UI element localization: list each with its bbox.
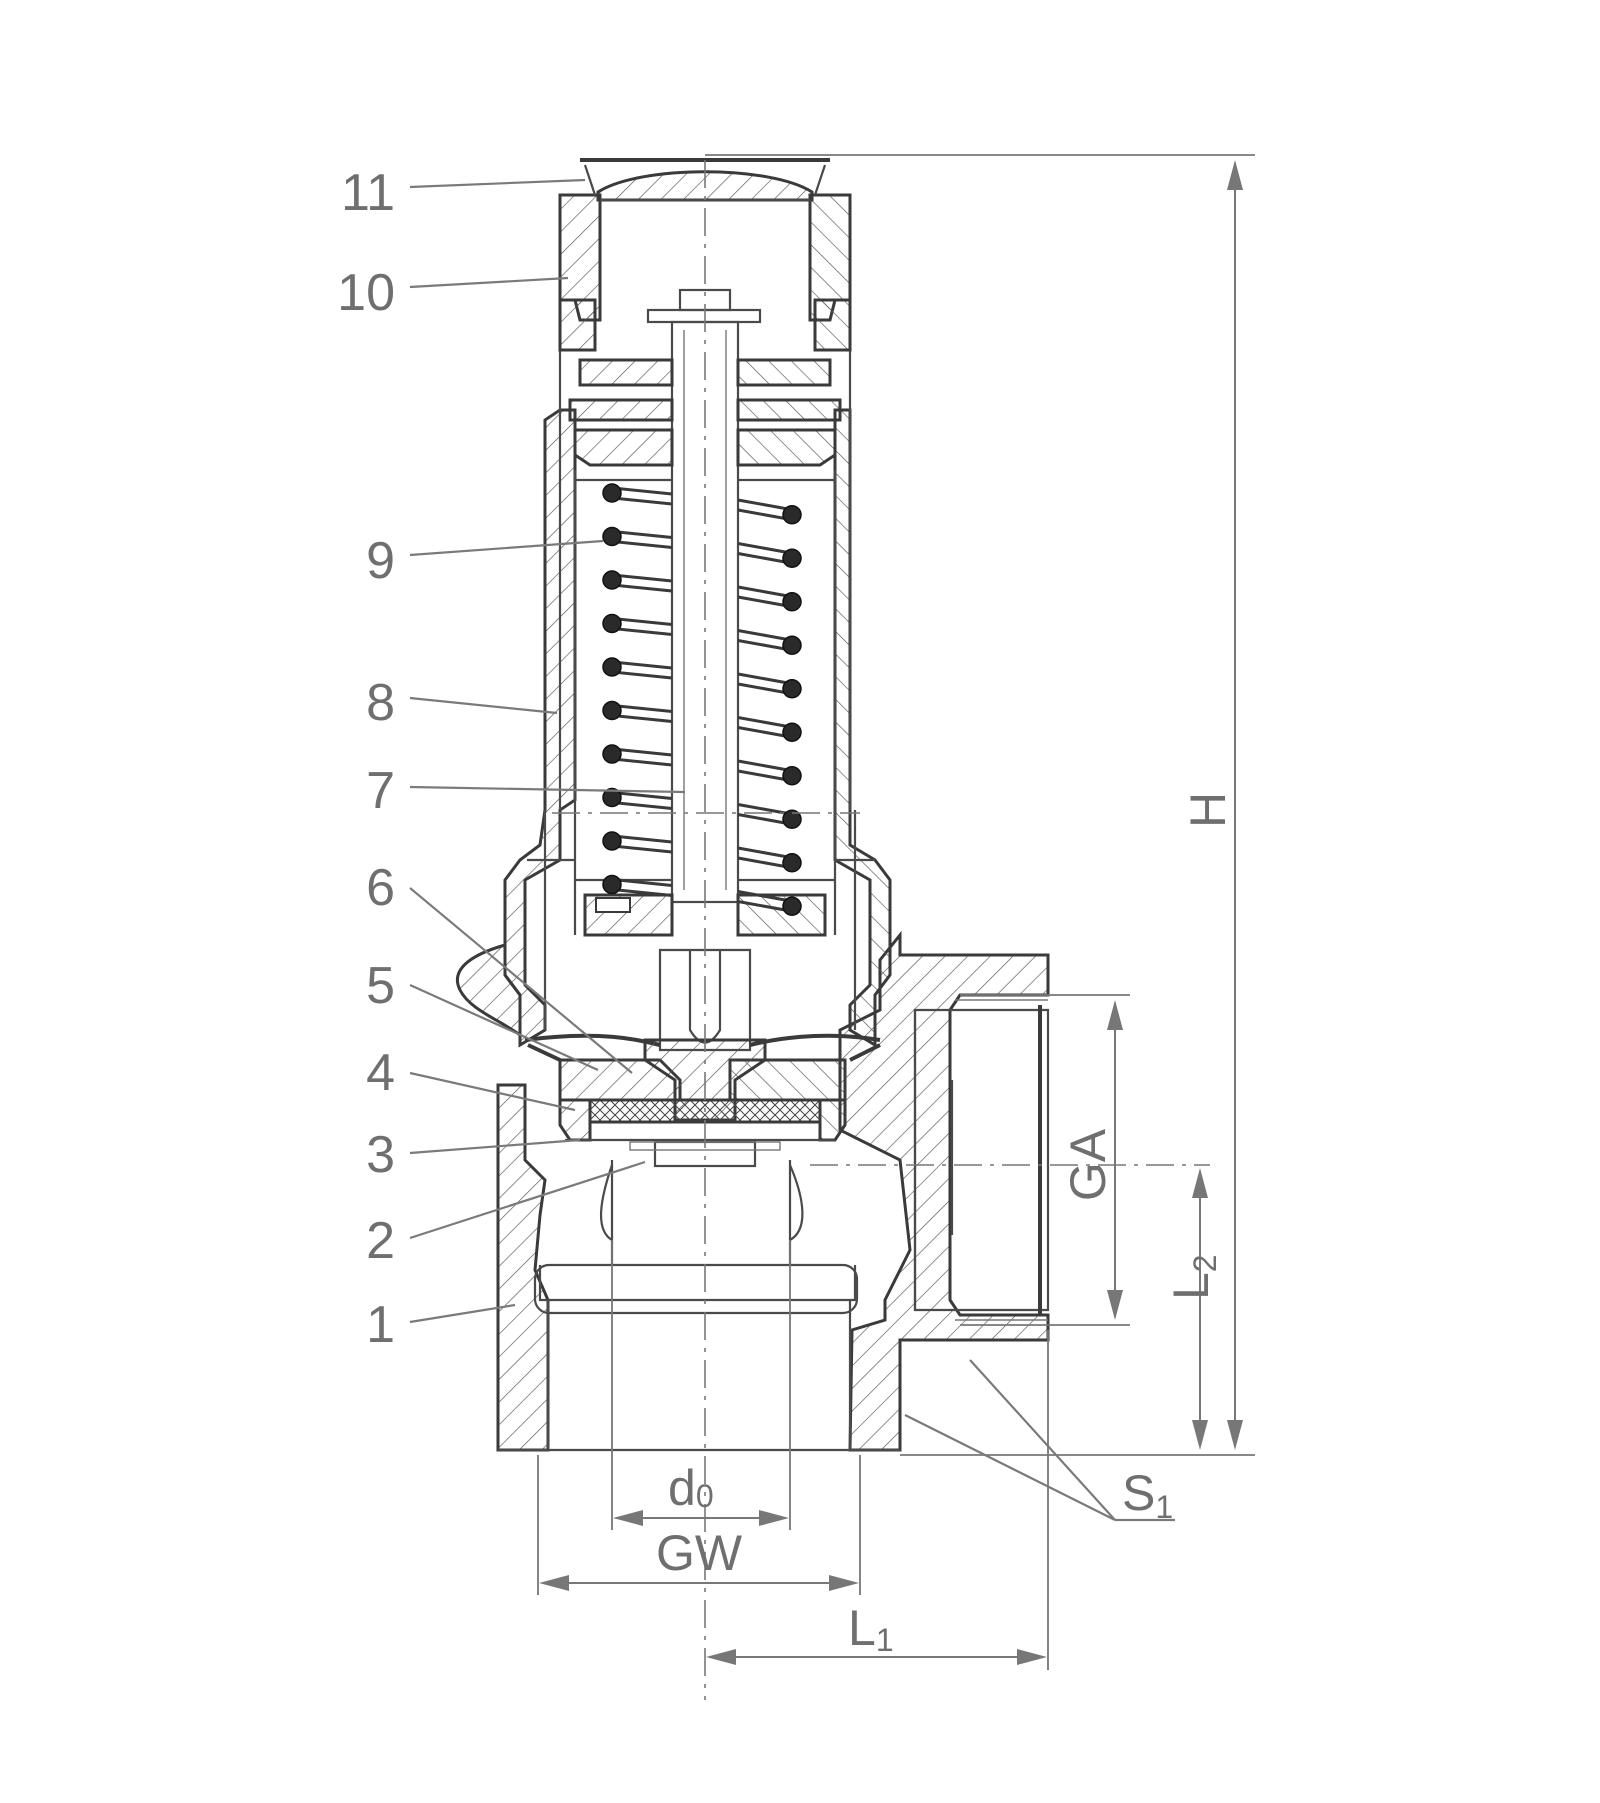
part-label-10: 10 <box>337 264 395 322</box>
leader-lines <box>409 178 686 1324</box>
part-label-9: 9 <box>366 532 395 590</box>
spring-coil-left <box>602 526 622 547</box>
spring-coil-wire <box>612 583 793 609</box>
spring-coil-wire <box>612 530 793 555</box>
dim-label-l1: L1 <box>848 1600 894 1658</box>
spring-coil-wire <box>612 486 793 512</box>
spring-coil-wire <box>612 670 793 696</box>
spring-coil-left <box>602 700 622 721</box>
dim-label-s1: S1 <box>1122 1465 1173 1525</box>
spring-coil-wire <box>612 878 793 903</box>
stem <box>568 288 842 1052</box>
spring-coil-wire <box>612 540 793 565</box>
cap <box>558 158 852 352</box>
dim-label-l2-sub: 2 <box>1187 1254 1223 1272</box>
spring-coil-left <box>602 787 622 808</box>
spring-coil-right <box>782 853 802 873</box>
spring-coil-right <box>782 766 802 786</box>
centerlines <box>552 160 1210 1700</box>
spring-coil-left <box>602 570 622 590</box>
part-label-7: 7 <box>366 762 395 820</box>
spring-coil-wire <box>612 704 793 729</box>
spring-coil-left <box>602 657 622 677</box>
spring-coil-left <box>602 483 622 503</box>
part-label-1: 1 <box>366 1296 395 1354</box>
dim-label-s1-sub: 1 <box>1155 1489 1173 1525</box>
spring-coil-left <box>602 744 622 764</box>
spring-coil-wire <box>612 834 793 860</box>
part-label-4: 4 <box>366 1044 395 1102</box>
part-label-2: 2 <box>366 1212 395 1270</box>
spring-coil-wire <box>612 791 793 816</box>
spring-coil-right <box>782 722 802 742</box>
dimension-labels: H GA L2 S1 d0 GW L1 <box>656 792 1236 1658</box>
spring-coil-right <box>782 679 802 699</box>
part-label-3: 3 <box>366 1126 395 1184</box>
spring-coil-wire <box>612 573 793 599</box>
dim-label-l2-main: L <box>1163 1272 1219 1300</box>
spring-coil-right <box>782 896 802 916</box>
dim-label-l1-sub: 1 <box>876 1622 894 1658</box>
spring-coil-right <box>782 505 802 525</box>
dimension-lines <box>537 154 1255 1670</box>
part-label-11: 11 <box>341 164 395 222</box>
spring-coil-left <box>602 613 622 634</box>
spring-coil-right <box>782 592 802 612</box>
spring-coil-wire <box>612 660 793 686</box>
spring-coil-wire <box>612 617 793 642</box>
dim-label-ga: GA <box>1060 1128 1116 1201</box>
dim-label-d0-main: d <box>668 1460 696 1516</box>
dim-label-gw: GW <box>656 1525 743 1581</box>
spring-coil-wire <box>612 747 793 773</box>
spring-coil-right <box>782 548 802 568</box>
dim-label-l1-main: L <box>848 1600 876 1656</box>
spring-coil-right <box>782 809 802 829</box>
spring-coil-wire <box>612 844 793 870</box>
spring-coil-left <box>602 831 622 851</box>
dim-label-h: H <box>1180 792 1236 828</box>
spring-coil-right <box>782 635 802 655</box>
dim-label-l2: L2 <box>1163 1254 1223 1300</box>
dim-label-d0: d0 <box>668 1460 714 1516</box>
spring-coil-left <box>602 874 622 895</box>
dim-label-s1-main: S <box>1122 1465 1155 1521</box>
part-labels: 11 10 9 8 7 6 5 4 3 2 1 <box>337 164 395 1354</box>
spring-coil-wire <box>612 714 793 739</box>
part-label-6: 6 <box>366 859 395 917</box>
part-label-5: 5 <box>366 957 395 1015</box>
spring-coil-wire <box>612 496 793 522</box>
dim-label-d0-sub: 0 <box>696 1478 714 1514</box>
part-label-8: 8 <box>366 674 395 732</box>
spring <box>575 478 835 916</box>
spring-coil-wire <box>612 757 793 783</box>
spring-coil-wire <box>612 627 793 652</box>
valve-body <box>496 930 1050 1452</box>
